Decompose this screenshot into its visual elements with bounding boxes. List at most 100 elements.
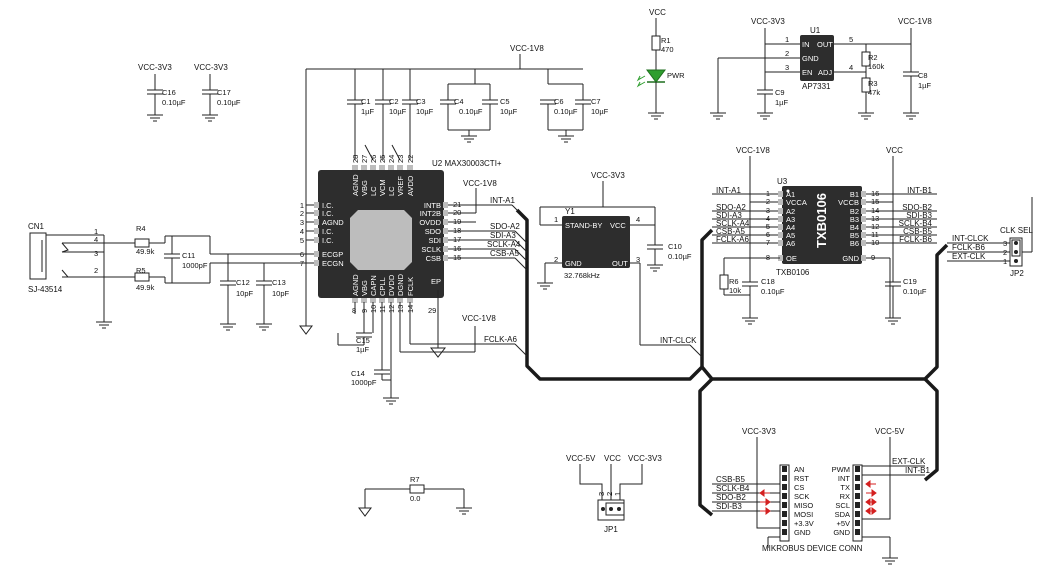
u3-pad-left — [778, 216, 783, 222]
u3-pad-right — [861, 191, 866, 197]
u2-pin-name-right: SDO — [425, 227, 441, 236]
c6-value: 0.10µF — [554, 107, 578, 116]
u3-pin-name-left: A5 — [786, 231, 795, 240]
c8-value: 1µF — [918, 81, 931, 90]
u3-pin-name-right: GND — [842, 254, 859, 263]
u3-pin-name-right: VCCB — [838, 198, 859, 207]
u3-rail-b-label: VCC — [886, 146, 903, 155]
u3-pin-num-left: 2 — [766, 197, 770, 206]
jp1-pin3: 3 — [597, 492, 606, 496]
u2-pad-right — [443, 246, 448, 252]
r5-value: 49.9k — [136, 283, 155, 292]
u2-pad-bottom — [407, 298, 413, 303]
u2-title: U2 MAX30003CTI+ — [432, 159, 502, 168]
u3-pin-name-left: OE — [786, 254, 797, 263]
r4-value: 49.9k — [136, 247, 155, 256]
mikrobus-pad-right — [855, 493, 860, 499]
u1-pin3-num: 3 — [785, 63, 789, 72]
u3-pad-left — [778, 255, 783, 261]
r3-ref: R3 — [868, 79, 878, 88]
y1-standby-label: STAND-BY — [565, 221, 602, 230]
mikrobus-pad-left — [782, 475, 787, 481]
y1-out-label: OUT — [612, 259, 628, 268]
u2-net-int-a1: INT-A1 — [490, 196, 515, 205]
mikrobus-pad-left — [782, 493, 787, 499]
jp1-rail-3v3: VCC-3V3 — [628, 454, 662, 463]
y1-gnd-label: GND — [565, 259, 582, 268]
u3-part: TXB0106 — [776, 268, 810, 277]
u3-pin-name-left: A6 — [786, 239, 795, 248]
u1-ap7331: VCC-3V3 C9 1µF U1 IN GND EN OUT ADJ 1 2 … — [710, 17, 932, 120]
cn1-pin-2: 2 — [94, 266, 98, 275]
c9-value: 1µF — [775, 98, 788, 107]
u1-pin2-num: 2 — [785, 49, 789, 58]
mikrobus-pad-right — [855, 520, 860, 526]
jp1-jumper: VCC-5V VCC VCC-3V3 3 2 1 JP1 — [566, 454, 662, 534]
u2-pin-name-left: I.C. — [322, 227, 334, 236]
mikrobus-pin-right: SCL — [835, 501, 850, 510]
led-rail-label: VCC — [649, 8, 666, 17]
u3-net-left: SDI-A3 — [716, 211, 742, 220]
u3-pad-right — [861, 208, 866, 214]
r7-value: 0.0 — [410, 494, 420, 503]
u3-pad-left — [778, 240, 783, 246]
mikrobus-pad-right — [855, 502, 860, 508]
u3-pad-left — [778, 224, 783, 230]
u2-pin-name-bottom: DGND — [396, 273, 405, 296]
c1-value: 1µF — [361, 107, 374, 116]
u2-pad-left — [314, 251, 319, 257]
u2-pad-right — [443, 202, 448, 208]
mikrobus-net-csb-b5: CSB-B5 — [716, 475, 745, 484]
c16-ref: C16 — [162, 88, 176, 97]
c16-rail-label: VCC-3V3 — [138, 63, 172, 72]
mikrobus-pad-left — [782, 502, 787, 508]
u2-pin-name-bottom: CPLL — [378, 277, 387, 296]
c5-ref: C5 — [500, 97, 510, 106]
u2-pin-num-left: 5 — [300, 236, 304, 245]
u2-pin-num-top: 27 — [360, 155, 369, 163]
r2-value: 160k — [868, 62, 885, 71]
c17-value: 0.10µF — [217, 98, 241, 107]
u3-net-right: FCLK-B6 — [899, 235, 932, 244]
mikrobus-pad-right — [855, 484, 860, 490]
jp2-net-ext-clk: EXT-CLK — [952, 252, 986, 261]
u3-pin-name-right: B5 — [850, 231, 859, 240]
y1-pin2: 2 — [554, 255, 558, 264]
u3-pad-right — [861, 224, 866, 230]
y1-ref: Y1 — [565, 207, 575, 216]
mikrobus-pin-right: INT — [838, 474, 851, 483]
u2-pin-name-left: ECGN — [322, 259, 344, 268]
u2-net-fclk-a6: FCLK-A6 — [484, 335, 517, 344]
u2-net-sclk-a4: SCLK-A4 — [487, 240, 521, 249]
input-filter: R4 49.9k R5 49.9k C11 1000pF C12 10pF — [104, 224, 314, 331]
jp2-ref: JP2 — [1010, 269, 1024, 278]
vcc1v8-top-label: VCC-1V8 — [510, 44, 544, 53]
c3-ref: C3 — [416, 97, 426, 106]
u2-pin-num-left: 4 — [300, 227, 304, 236]
cn1-pin-4: 4 — [94, 235, 98, 244]
u3-body-label: TXB0106 — [814, 193, 829, 248]
r3-value: 47k — [868, 88, 880, 97]
u1-rail-in-label: VCC-3V3 — [751, 17, 785, 26]
mikrobus-net-int-b1: INT-B1 — [905, 466, 930, 475]
u2-pad-bottom — [388, 298, 394, 303]
u3-net-right: CSB-B5 — [903, 227, 932, 236]
mikrobus-pin-left: RST — [794, 474, 809, 483]
mikrobus-title: MIKROBUS DEVICE CONN — [762, 544, 863, 553]
u3-pin-name-right: B3 — [850, 215, 859, 224]
u3-net-left: CSB-A5 — [716, 227, 745, 236]
u2-net-sdi-a3: SDI-A3 — [490, 231, 516, 240]
bus-lines — [515, 208, 949, 517]
u2-pin-name-left: ECGP — [322, 250, 343, 259]
u2-pad-left — [314, 219, 319, 225]
u1-pin-adj: ADJ — [818, 68, 832, 77]
c4-value: 0.10µF — [459, 107, 483, 116]
c16-group: VCC-3V3 C16 0.10µF — [138, 63, 186, 122]
r5-ref: R5 — [136, 266, 146, 275]
c7-value: 10µF — [591, 107, 609, 116]
y1-pin4: 4 — [636, 215, 640, 224]
u2-pin-name-bottom: DVDD — [387, 274, 396, 296]
u1-pin1-num: 1 — [785, 35, 789, 44]
u2-pin-name-top: VCM — [378, 179, 387, 196]
